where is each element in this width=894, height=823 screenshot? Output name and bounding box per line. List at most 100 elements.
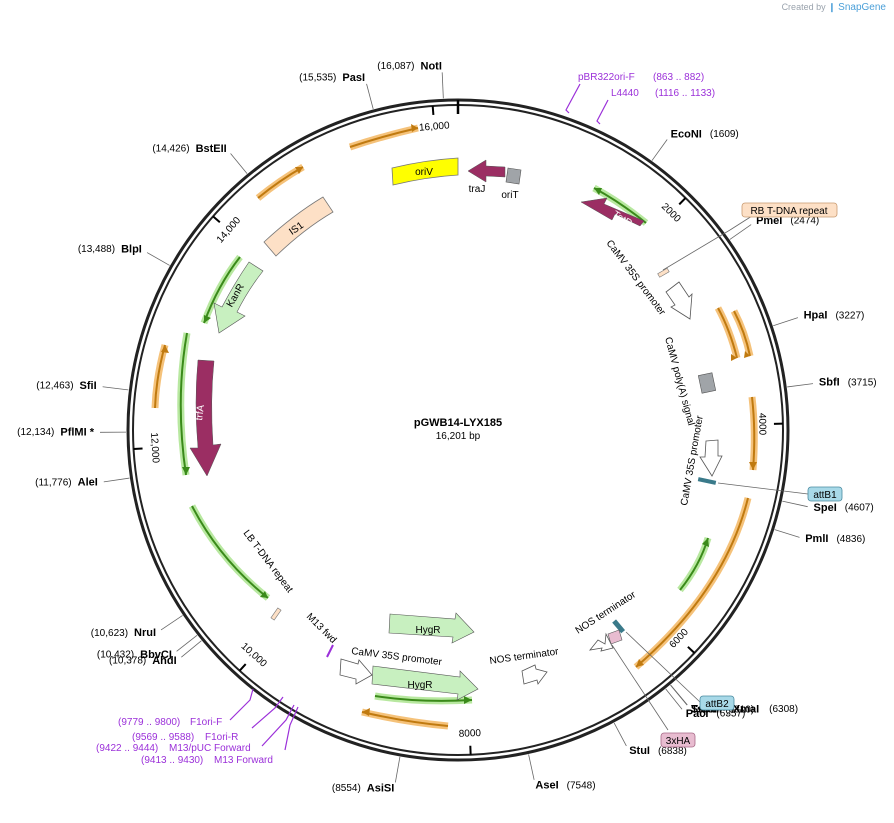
orf-arrow-right3-head	[749, 462, 757, 470]
orf-arrow-bottom-head	[362, 708, 370, 716]
camv-polya-feature	[697, 372, 717, 394]
rb-repeat-text: RB T-DNA repeat	[750, 206, 827, 217]
site-name: AsiSI	[367, 782, 395, 794]
primer-mark-f1ori-r	[251, 696, 284, 729]
site-leader	[146, 252, 170, 266]
green-arrow-kanr-head	[204, 315, 211, 323]
primer-f1ori-f-name: F1ori-F	[190, 717, 222, 728]
site-name: PasI	[342, 72, 365, 84]
primer-pbr322-pos: (863 .. 882)	[653, 72, 704, 83]
site-leader	[665, 688, 683, 710]
oriT-label: oriT	[501, 190, 518, 201]
oriV-feature	[391, 157, 459, 186]
orf-arrow-right4	[633, 497, 752, 670]
orf-arrow-top-head	[411, 124, 418, 132]
TetR-feature	[580, 197, 645, 227]
primer-labels: pBR322ori-F (863 .. 882) L4440 (1116 .. …	[96, 72, 715, 766]
primer-mark-l4440	[596, 99, 609, 125]
IS1-feature	[263, 196, 334, 257]
orf-arrow-left2-head	[161, 345, 169, 353]
site-leader	[230, 153, 248, 174]
site-name: AleI	[78, 477, 98, 489]
site-name: NruI	[134, 627, 156, 639]
site-name: SfiI	[80, 380, 97, 392]
site-leader	[774, 529, 800, 538]
backbone-inner	[132, 104, 784, 756]
rb-leader-2	[729, 215, 753, 231]
hygr-1-label: HygR	[415, 625, 440, 636]
primer-l4440-pos: (1116 .. 1133)	[655, 88, 715, 99]
site-position: (6310)	[725, 704, 754, 715]
orf-arrow-bottom-core	[361, 711, 449, 727]
green-arrow-hyg-head	[464, 696, 472, 704]
oriT-feature	[505, 167, 522, 185]
site-name: PmlI	[805, 533, 828, 545]
hygr-2-label: HygR	[407, 680, 432, 691]
primer-f1ori-r-name: F1ori-R	[205, 732, 238, 743]
camv-promoter-2-feature	[699, 439, 723, 477]
site-name: AhdI	[152, 655, 176, 667]
site-position: (16,087)	[377, 61, 414, 72]
site-position: (2474)	[790, 216, 819, 227]
tick-mark	[212, 215, 221, 224]
site-leader	[651, 139, 668, 161]
primer-mark-f1ori-f	[229, 688, 254, 721]
site-name: PflMI *	[60, 426, 94, 438]
site-name: AseI	[535, 780, 558, 792]
attb1-box	[807, 486, 843, 502]
trfA-label: trfA	[194, 404, 207, 421]
site-position: (14,426)	[152, 144, 189, 155]
hygr-1-feature	[388, 612, 475, 644]
green-arrow-lb-core	[191, 505, 269, 599]
site-position: (3227)	[835, 310, 864, 321]
nos-term-2-label: NOS terminator	[574, 589, 639, 636]
site-position: (4607)	[845, 503, 874, 514]
green-arrow-trfa-head	[182, 467, 190, 475]
site-position: (10,432)	[97, 650, 134, 661]
green-arrow-hyg-core	[374, 695, 473, 702]
tick-label: 14,000	[215, 215, 244, 246]
credit-line: Created by ❙ SnapGene	[782, 2, 886, 13]
primer-m13-pos: (9413 .. 9430)	[141, 755, 203, 766]
orf-arrow-right2-head	[744, 351, 750, 358]
site-leader	[787, 383, 814, 388]
site-name: NotI	[421, 60, 442, 72]
m13-fwd-label: M13 fwd	[304, 611, 339, 646]
primer-pbr322-name: pBR322ori-F	[578, 72, 635, 83]
site-leader	[613, 722, 627, 747]
site-name: HpaI	[804, 310, 828, 322]
oriV-label: oriV	[415, 167, 433, 178]
site-leader	[441, 72, 444, 99]
backbone-outer	[126, 98, 790, 762]
orf-arrows	[151, 124, 758, 730]
attb1-mark	[697, 477, 717, 485]
primer-f1ori-r-pos: (9569 .. 9588)	[132, 732, 194, 743]
snapgene-logo-icon: ❙	[828, 2, 836, 12]
site-leader	[394, 756, 401, 783]
attb2-box	[699, 695, 735, 711]
site-name: BlpI	[121, 243, 142, 255]
rb-leader	[662, 229, 731, 271]
site-leader	[670, 684, 688, 706]
site-name: SpeI	[814, 502, 837, 514]
site-position: (3715)	[848, 377, 877, 388]
green-arrow-right	[677, 536, 712, 593]
green-arrow-tetr-head	[594, 188, 602, 195]
site-position: (6838)	[658, 746, 687, 757]
tick-label: 16,000	[419, 120, 451, 133]
tick-label: 2000	[659, 201, 683, 225]
plasmid-length: 16,201 bp	[436, 431, 481, 442]
rb-repeat-box	[741, 202, 838, 218]
attb1-leader	[717, 482, 809, 495]
tick-mark	[678, 197, 687, 206]
primer-m13puc-pos: (9422 .. 9444)	[96, 743, 158, 754]
tick-mark	[687, 646, 696, 654]
site-name: BstEII	[196, 143, 227, 155]
site-position: (1609)	[710, 129, 739, 140]
tick-label: 8000	[459, 728, 482, 740]
attb2-leader	[625, 631, 701, 703]
site-leader	[103, 477, 130, 483]
hygr-2-feature	[371, 665, 479, 701]
KanR-feature	[213, 261, 264, 334]
site-name: StuI	[629, 745, 650, 757]
